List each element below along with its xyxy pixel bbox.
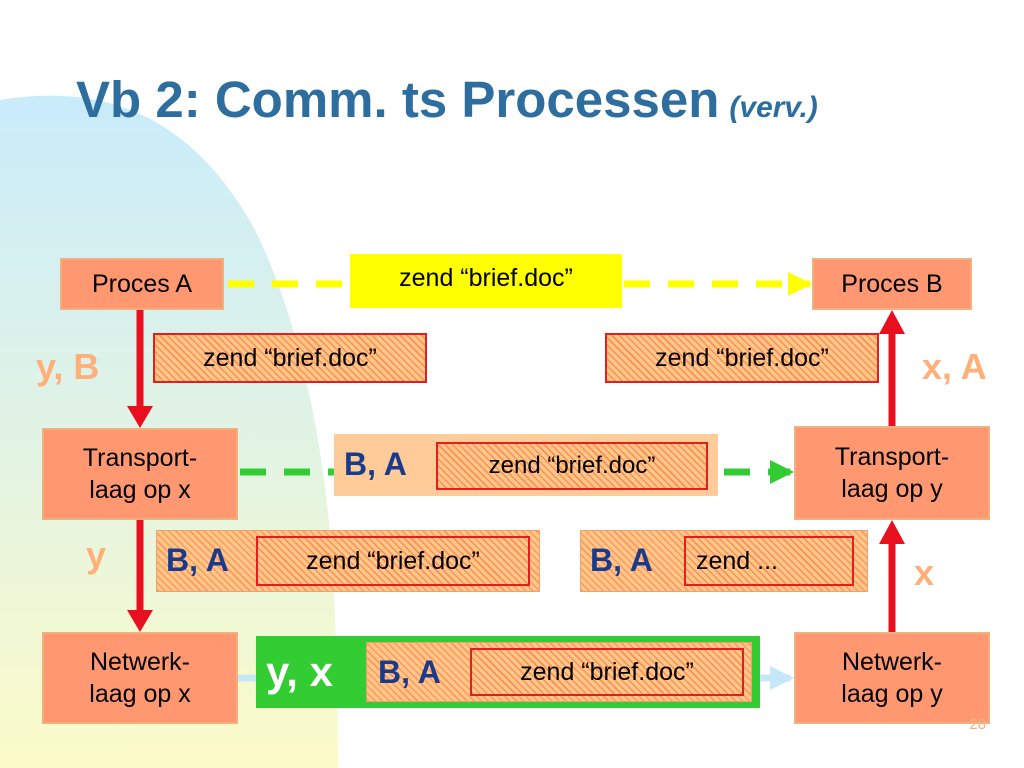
segment-left-payload: zend “brief.doc”: [256, 536, 530, 586]
side-label-right-top: x, A: [922, 346, 987, 387]
arrowhead-down-1: [127, 406, 153, 428]
side-label-right-mid: x: [914, 552, 935, 593]
side-label-left-mid: y: [86, 534, 107, 575]
message-label-top: zend “brief.doc”: [350, 254, 622, 308]
network-header: B, A: [378, 654, 441, 690]
title-main: Vb 2: Comm. ts Processen: [76, 71, 720, 128]
page-number: 28: [969, 716, 986, 733]
message-app-right: zend “brief.doc”: [605, 333, 879, 383]
network-address: y, x: [266, 648, 333, 695]
side-label-left-top: y, B: [36, 346, 100, 387]
node-transport-x: Transport- laag op x: [42, 428, 238, 520]
segment-right-payload: zend ...: [684, 536, 854, 586]
message-app-left: zend “brief.doc”: [153, 333, 427, 383]
arrowhead-up-2: [879, 310, 905, 334]
transport-payload: zend “brief.doc”: [436, 442, 708, 490]
node-netwerk-y: Netwerk- laag op y: [794, 632, 990, 724]
arrowhead-lightblue: [770, 666, 794, 690]
page-title: Vb 2: Comm. ts Processen (verv.): [76, 70, 818, 129]
network-payload: zend “brief.doc”: [470, 648, 744, 696]
transport-header: B, A: [344, 446, 407, 482]
arrowhead-yellow: [788, 272, 812, 296]
node-transport-y: Transport- laag op y: [794, 426, 990, 520]
node-proces-b: Proces B: [812, 258, 972, 310]
segment-left-header: B, A: [166, 542, 229, 578]
arrowhead-up-1: [879, 520, 905, 544]
arrowhead-down-2: [127, 610, 153, 632]
node-proces-a: Proces A: [60, 258, 224, 310]
node-netwerk-x: Netwerk- laag op x: [42, 632, 238, 724]
arrowhead-green: [770, 460, 794, 484]
title-subtitle: (verv.): [729, 91, 818, 124]
segment-right-header: B, A: [590, 542, 653, 578]
